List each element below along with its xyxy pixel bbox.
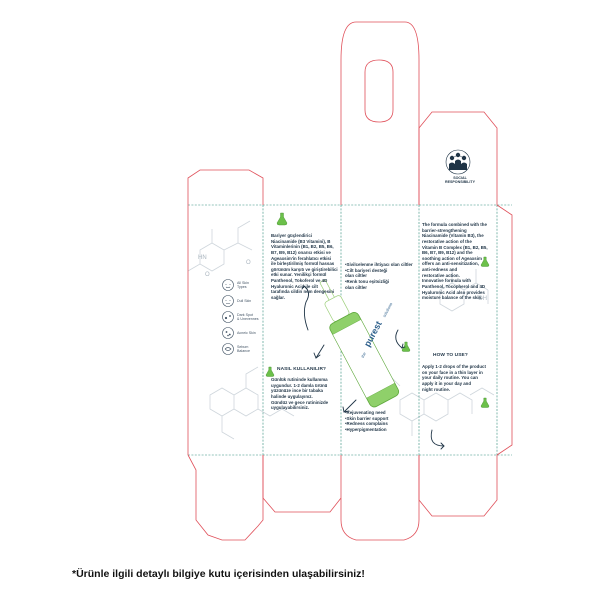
english-description: The formula combined with the barrier-st…: [422, 222, 488, 301]
flask-icon: [276, 212, 288, 226]
face-icon: [222, 343, 234, 355]
swirl-arrow: [301, 285, 445, 450]
flask-icon: [480, 256, 490, 267]
face-icon: [222, 311, 234, 323]
people-network-icon: [445, 149, 471, 175]
how-to-text-en: Apply 1-2 drops of the product on your f…: [422, 364, 486, 392]
face-icon: [222, 279, 234, 291]
benefits-tr: •Sivilcelenme ihtiyacı olan ciltler •Cil…: [345, 262, 413, 290]
face-icon: [222, 295, 234, 307]
svg-text:O: O: [246, 260, 251, 266]
flask-icon: [401, 341, 411, 352]
skin-type-label: Dull Skin: [237, 299, 252, 303]
how-to-title-tr: NASIL KULLANILIR?: [277, 367, 327, 372]
flask-icon: [480, 397, 490, 408]
face-icon: [222, 327, 234, 339]
social-responsibility-label: SOCIAL RESPONSIBILITY: [445, 176, 475, 185]
skin-type-label: Dark Spot& Unevennes: [237, 313, 259, 321]
how-to-title-en: HOW TO USE?: [433, 353, 468, 358]
flask-icon: [265, 366, 275, 377]
footnote: *Ürünle ilgili detaylı bilgiye kutu içer…: [72, 568, 365, 580]
svg-text:O: O: [205, 272, 210, 278]
benefits-en: •Rejuvenating need •Skin barrier support…: [345, 410, 389, 432]
serum-bottle-image: [319, 279, 400, 408]
svg-text:OH: OH: [478, 296, 487, 302]
how-to-text-tr: Günlük rutininde kullanıma uygundur. 1-2…: [271, 377, 329, 411]
brand-sub: solutions: [381, 301, 394, 318]
chem-symbols: HN O O OH: [198, 255, 487, 302]
cut-lines: [187, 21, 513, 541]
skin-type-label: Acneic Skin: [237, 331, 256, 335]
svg-text:HN: HN: [198, 255, 207, 261]
fold-lines: [188, 204, 512, 456]
turkish-description: Bariyer güçlendirici Niacinamide (B3 Vit…: [271, 233, 338, 300]
chem-structure-watermark: [187, 220, 495, 440]
skin-type-icons: [222, 279, 234, 355]
